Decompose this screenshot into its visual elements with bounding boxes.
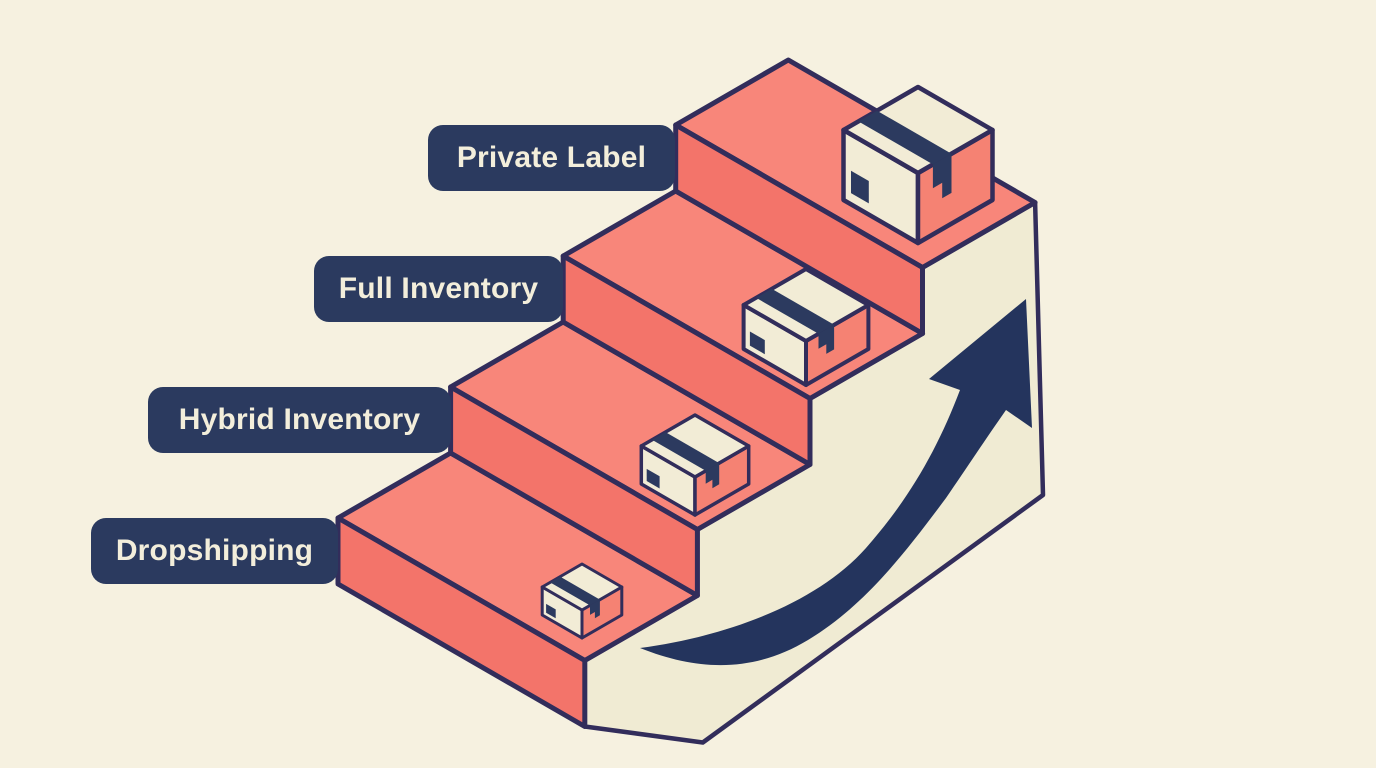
box-top-face: [841, 84, 995, 176]
box-tape-top: [652, 432, 720, 471]
box-tape-side: [705, 463, 720, 489]
box-top-face: [741, 267, 871, 343]
box-sticker: [749, 331, 765, 355]
package-box-icon-1: [540, 562, 624, 640]
box-sticker: [646, 468, 660, 489]
step-label-hybrid-inventory: Hybrid Inventory: [148, 387, 451, 453]
growth-arrow-icon: [640, 299, 1032, 666]
box-top-face: [639, 413, 751, 479]
box-tape-top: [858, 110, 952, 165]
box-sticker: [546, 603, 556, 619]
box-tape-side: [590, 599, 600, 619]
package-box-icon-4: [841, 84, 995, 246]
box-tape-side: [818, 324, 835, 354]
box-tape-top: [756, 288, 835, 334]
box-sticker: [851, 170, 869, 204]
box-tape-side: [932, 153, 952, 199]
box-top-face: [540, 562, 624, 612]
step-front-face-3: [560, 253, 813, 467]
package-box-icon-3: [741, 267, 871, 387]
package-box-icon-2: [639, 413, 751, 517]
box-tape-top: [550, 576, 600, 606]
step-front-face-4: [673, 122, 925, 336]
step-front-face-1: [335, 515, 588, 729]
step-label-full-inventory: Full Inventory: [314, 256, 563, 322]
step-label-private-label: Private Label: [428, 125, 675, 191]
step-label-dropshipping: Dropshipping: [91, 518, 338, 584]
